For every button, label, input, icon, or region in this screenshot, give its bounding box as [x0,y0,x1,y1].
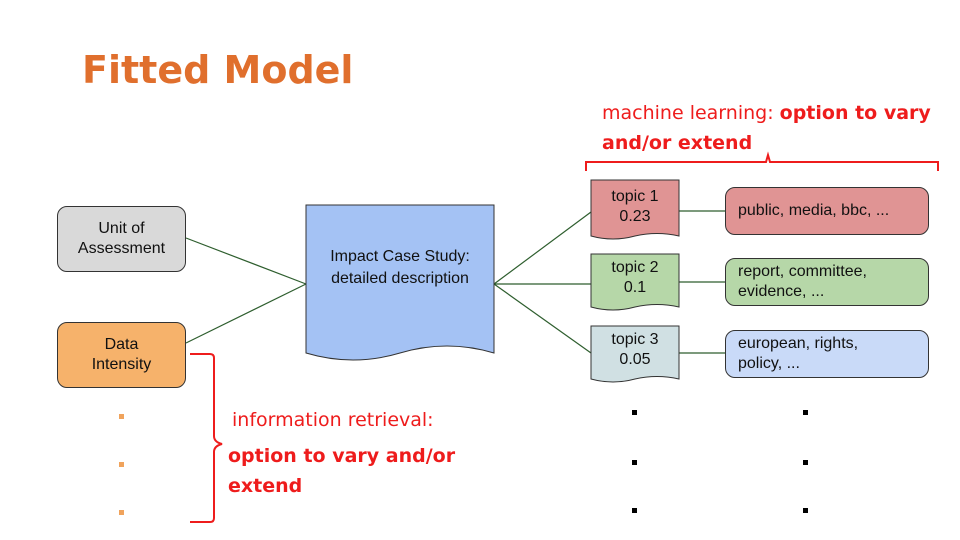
edge-doc-to-topic3 [493,283,592,354]
document-label: Impact Case Study: detailed description [306,246,494,290]
unit-of-assessment-box: Unit of Assessment [57,206,186,272]
top-brace [585,151,939,171]
data-intensity-label: Data Intensity [91,336,152,373]
document-label-line1: Impact Case Study: [330,248,470,265]
topic2-keywords-box: report, committee, evidence, ... [725,258,929,306]
unit-of-assessment-label: Unit of Assessment [77,220,166,257]
topic1-weight: 0.23 [619,208,651,225]
ellipsis-dot-orange-2 [119,462,124,467]
slide-title: Fitted Model [82,48,354,92]
ellipsis-dot-keyword-3 [803,508,808,513]
ml-annotation-bold-2: and/or extend [602,132,753,154]
topic3-keywords-box: european, rights, policy, ... [725,330,929,378]
topic3-name: topic 3 [611,331,659,348]
topic2-shape [590,253,680,311]
topic3-label: topic 3 0.05 [591,330,679,370]
topic2-label: topic 2 0.1 [591,258,679,298]
ellipsis-dot-keyword-2 [803,460,808,465]
ir-annotation-title: information retrieval: [232,409,434,431]
topic3-weight: 0.05 [619,351,651,368]
ml-annotation-prefix: machine learning: [602,102,780,124]
side-brace [190,353,223,523]
topic1-name: topic 1 [611,188,659,205]
ml-annotation-bold-1: option to vary [779,102,931,124]
ellipsis-dot-orange-1 [119,414,124,419]
topic3-shape [590,325,680,383]
data-intensity-box: Data Intensity [57,322,186,388]
topic1-keywords-box: public, media, bbc, ... [725,187,929,235]
ellipsis-dot-topic-3 [632,508,637,513]
topic1-label: topic 1 0.23 [591,187,679,227]
edge-doc-to-topic1 [493,211,592,285]
ir-annotation-bold-2: extend [228,475,303,497]
ellipsis-dot-topic-2 [632,460,637,465]
topic2-keywords-line2: evidence, ... [738,283,825,300]
ir-annotation-bold-1: option to vary and/or [228,445,456,467]
edge-intensity-to-doc [185,283,307,344]
topic3-keywords-line1: european, rights, [738,335,859,352]
ml-annotation: machine learning: option to vary and/or … [602,98,942,158]
topic1-keywords: public, media, bbc, ... [738,202,890,219]
topic1-shape [590,179,680,240]
edge-unit-to-doc [185,237,307,285]
topic2-weight: 0.1 [623,279,647,296]
document-label-line2: detailed description [331,270,469,287]
topic2-name: topic 2 [611,259,659,276]
topic3-keywords-line2: policy, ... [738,355,800,372]
ellipsis-dot-orange-3 [119,510,124,515]
ir-annotation-body: option to vary and/or extend [228,441,488,501]
topic2-keywords-line1: report, committee, [738,263,867,280]
ellipsis-dot-keyword-1 [803,410,808,415]
ellipsis-dot-topic-1 [632,410,637,415]
document-shape [305,204,495,361]
